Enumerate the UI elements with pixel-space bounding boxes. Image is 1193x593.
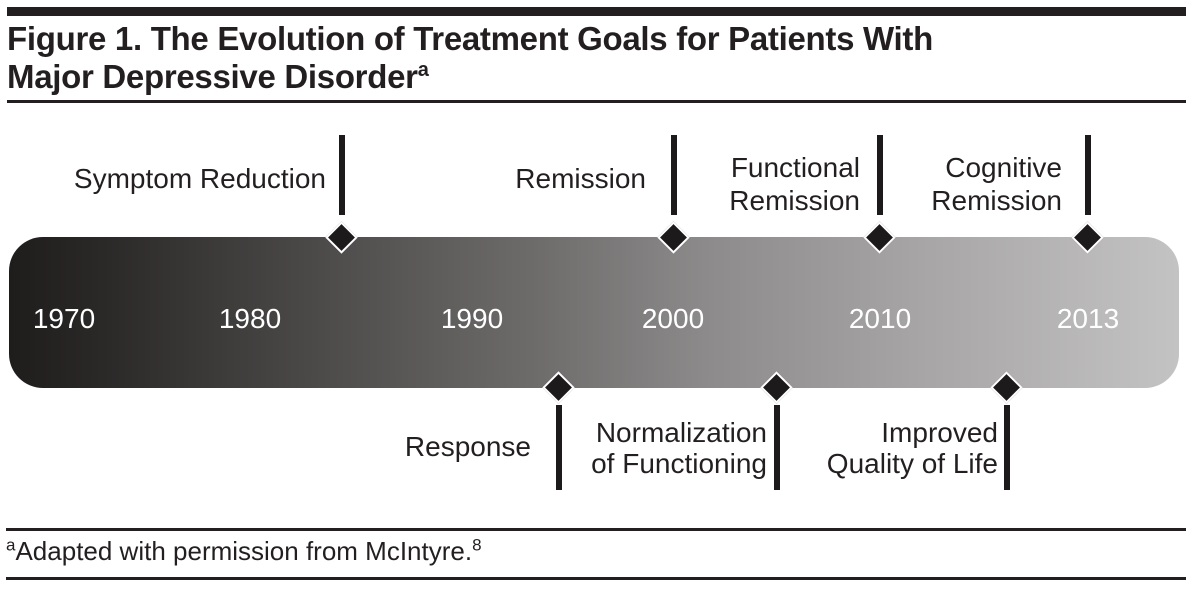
- footnote-text: Adapted with permission from McIntyre.: [15, 536, 473, 566]
- milestone-label-functional-remission: Functional Remission: [729, 152, 860, 216]
- milestone-line-remission: [671, 135, 677, 215]
- year-label-2010: 2010: [848, 303, 912, 334]
- title-superscript: a: [417, 59, 429, 81]
- year-label-1980: 1980: [218, 303, 282, 334]
- milestone-line-response: [556, 405, 562, 490]
- milestone-label-cognitive-remission: Cognitive Remission: [931, 152, 1062, 216]
- milestone-label-response: Response: [404, 431, 531, 462]
- figure-title-line2: Major Depressive Disorder: [7, 58, 418, 95]
- figure-title: Figure 1. The Evolution of Treatment Goa…: [7, 20, 1157, 96]
- year-label-2013: 2013: [1056, 303, 1120, 334]
- milestone-label-remission: Remission: [515, 163, 646, 194]
- milestone-line-improved-qol: [1004, 405, 1010, 490]
- footnote-divider-top: [6, 528, 1186, 531]
- milestone-label-improved-qol: Improved Quality of Life: [826, 417, 998, 479]
- milestone-label-symptom-reduction: Symptom Reduction: [73, 163, 326, 194]
- milestone-line-functional-remission: [877, 135, 883, 215]
- year-label-1970: 1970: [32, 303, 96, 334]
- timeline-bar: [9, 237, 1179, 388]
- figure-title-line1: Figure 1. The Evolution of Treatment Goa…: [7, 20, 933, 57]
- year-label-2000: 2000: [641, 303, 705, 334]
- milestone-line-normalization: [774, 405, 780, 490]
- top-rule: [7, 7, 1186, 16]
- milestone-line-cognitive-remission: [1085, 135, 1091, 215]
- title-divider: [7, 100, 1186, 103]
- footnote-superscript: a: [6, 535, 16, 555]
- year-label-1990: 1990: [440, 303, 504, 334]
- milestone-line-symptom-reduction: [339, 135, 345, 215]
- footnote-divider-bottom: [6, 577, 1186, 580]
- milestone-label-normalization: Normalization of Functioning: [591, 417, 767, 479]
- footnote: aAdapted with permission from McIntyre.8: [6, 536, 482, 566]
- footnote-ref: 8: [472, 535, 482, 555]
